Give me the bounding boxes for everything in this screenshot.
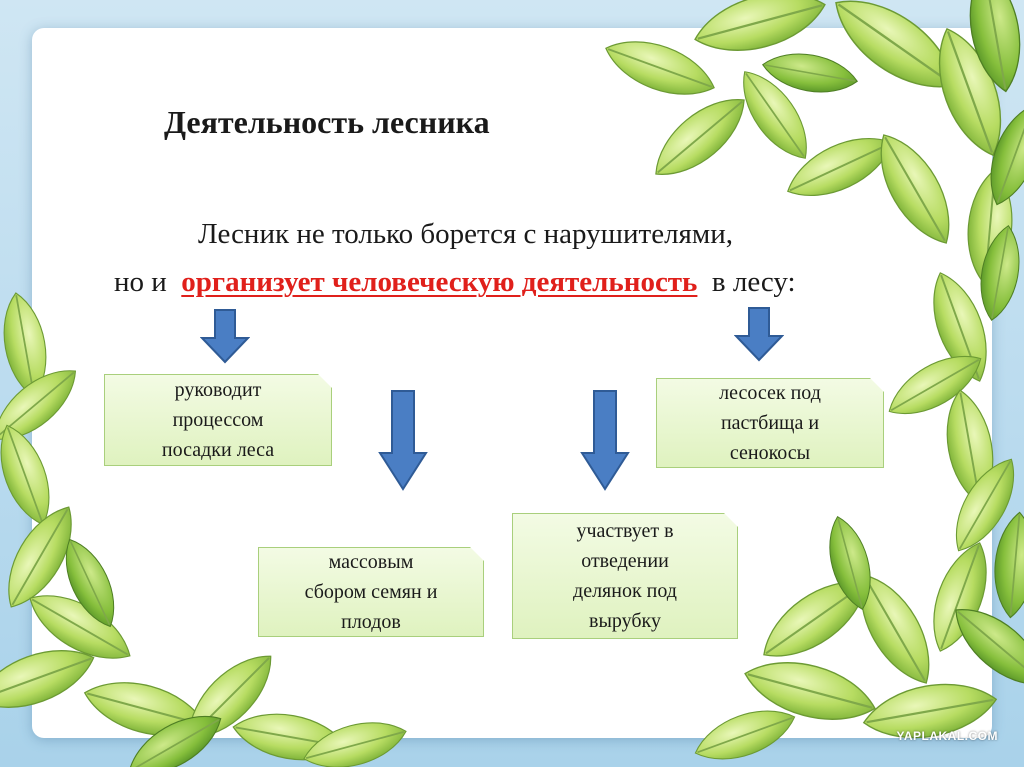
- box-line: отведении: [581, 550, 669, 572]
- box-line: массовым: [328, 551, 414, 573]
- arrow-down-icon: [580, 390, 630, 491]
- activity-box-pastures: лесосек под пастбища и сенокосы: [656, 378, 884, 468]
- box-line: участвует в: [576, 520, 674, 542]
- box-line: сбором семян и: [304, 581, 438, 603]
- activity-box-seeds: массовым сбором семян и плодов: [258, 547, 484, 637]
- intro-suffix: в лесу:: [711, 266, 796, 298]
- intro-line-2: но и организует человеческую деятельност…: [114, 266, 796, 299]
- box-line: процессом: [172, 409, 264, 431]
- intro-prefix: но и: [114, 266, 167, 298]
- activity-box-planting: руководит процессом посадки леса: [104, 374, 332, 466]
- box-line: вырубку: [589, 610, 661, 632]
- arrow-down-icon: [200, 309, 250, 364]
- box-line: делянок под: [573, 580, 677, 602]
- intro-line-1: Лесник не только борется с нарушителями,: [198, 218, 733, 250]
- box-line: руководит: [174, 379, 262, 401]
- box-line: сенокосы: [729, 442, 811, 464]
- box-line: лесосек под: [719, 382, 821, 404]
- watermark: YAPLAKAL.COM: [896, 729, 998, 743]
- arrow-down-icon: [378, 390, 428, 491]
- arrow-down-icon: [734, 307, 784, 362]
- box-line: посадки леса: [161, 439, 275, 461]
- intro-highlight: организует человеческую деятельность: [181, 266, 698, 298]
- slide-title: Деятельность лесника: [164, 104, 490, 140]
- activity-box-logging: участвует в отведении делянок под вырубк…: [512, 513, 738, 639]
- box-line: пастбища и: [720, 412, 820, 434]
- box-line: плодов: [341, 611, 401, 633]
